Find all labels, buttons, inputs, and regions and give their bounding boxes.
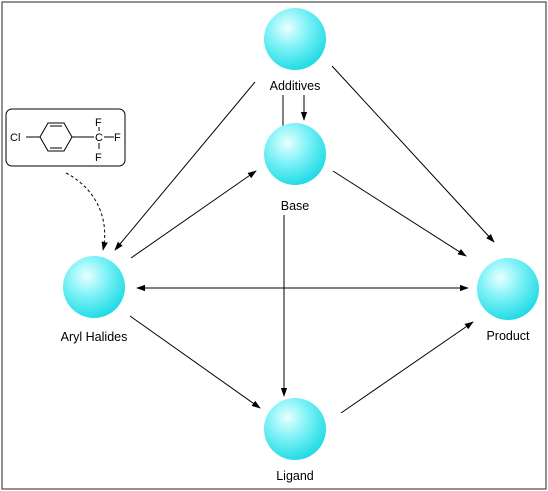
edges	[114, 65, 495, 414]
node-aryl-halides: Aryl Halides	[61, 256, 128, 344]
atom-f-top: F	[95, 117, 102, 129]
node-base: Base	[264, 123, 326, 213]
node-additives-label: Additives	[270, 79, 321, 93]
edge-additives-to-aryl-halides	[114, 81, 256, 251]
node-product: Product	[477, 258, 539, 343]
node-ligand: Ligand	[264, 398, 326, 483]
node-base-label: Base	[281, 199, 310, 213]
node-aryl-halides-label: Aryl Halides	[61, 330, 128, 344]
node-ligand-label: Ligand	[276, 469, 314, 483]
edge-aryl-halides-to-base	[130, 170, 257, 259]
node-additives-sphere	[264, 8, 326, 70]
edge-base-to-product	[332, 170, 467, 257]
atom-c: C	[95, 132, 103, 144]
atom-f-bottom: F	[95, 152, 102, 164]
atom-cl: Cl	[10, 132, 20, 144]
edge-aryl-halides-to-ligand	[129, 315, 261, 409]
molecule-to-aryl-halides-dashed-arrow	[65, 172, 108, 251]
node-aryl-halides-sphere	[63, 256, 125, 318]
node-product-label: Product	[486, 329, 530, 343]
node-product-sphere	[477, 258, 539, 320]
node-additives: Additives	[264, 8, 326, 93]
edge-additives-to-product	[331, 65, 495, 243]
node-ligand-sphere	[264, 398, 326, 460]
atom-f-right: F	[114, 132, 121, 144]
node-base-sphere	[264, 123, 326, 185]
molecule-inset-frame	[5, 108, 126, 167]
molecule-inset: Cl C F F F	[5, 108, 126, 251]
edge-ligand-to-product	[340, 321, 474, 414]
